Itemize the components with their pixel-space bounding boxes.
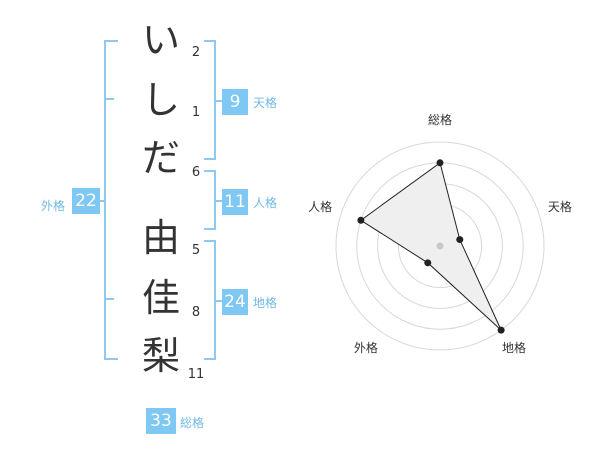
tenkaku-label: 天格 — [253, 96, 278, 110]
radar-axis-label: 総格 — [428, 112, 452, 127]
name-char-3: だ — [141, 136, 180, 180]
gaikaku-label: 外格 — [41, 199, 66, 213]
bracket-tick — [214, 300, 224, 302]
chikaku-label: 地格 — [253, 296, 278, 310]
name-char-4: 由 — [141, 216, 180, 260]
radar-axis-label: 地格 — [502, 340, 526, 355]
jinkaku-label: 人格 — [253, 196, 278, 210]
name-char-2: し — [141, 78, 180, 122]
radar-point — [436, 159, 444, 167]
stroke-count-3: 6 — [191, 165, 201, 180]
bracket-tick — [96, 200, 106, 202]
bracket-tick — [104, 98, 114, 100]
stroke-count-1: 2 — [191, 45, 201, 60]
bracket-tick — [214, 200, 224, 202]
chikaku-badge: 24 — [222, 289, 248, 315]
radar-center-dot — [436, 242, 444, 250]
gaikaku-badge: 22 — [72, 188, 100, 214]
jinkaku-badge: 11 — [222, 189, 248, 215]
radar-point — [456, 236, 464, 244]
soukaku-label: 総格 — [180, 416, 205, 430]
stroke-count-5: 8 — [191, 305, 201, 320]
stroke-count-6: 11 — [187, 367, 205, 382]
radar-point — [424, 259, 432, 267]
stroke-count-2: 1 — [191, 105, 201, 120]
stroke-count-4: 5 — [191, 243, 201, 258]
name-char-1: い — [141, 18, 180, 62]
gaikaku-bracket — [104, 40, 118, 360]
soukaku-badge: 33 — [146, 408, 176, 434]
bracket-tick — [214, 100, 224, 102]
name-char-6: 梨 — [141, 334, 180, 378]
radar-axis-label: 天格 — [548, 199, 572, 214]
radar-axis-label: 外格 — [354, 340, 378, 355]
radar-axis-label: 人格 — [308, 199, 332, 214]
name-char-5: 佳 — [141, 276, 180, 320]
tenkaku-badge: 9 — [222, 89, 248, 115]
radar-point — [497, 326, 505, 334]
radar-point — [357, 216, 365, 224]
bracket-tick — [104, 298, 114, 300]
radar-polygon — [359, 161, 502, 331]
radar-grid-ring — [335, 141, 545, 351]
